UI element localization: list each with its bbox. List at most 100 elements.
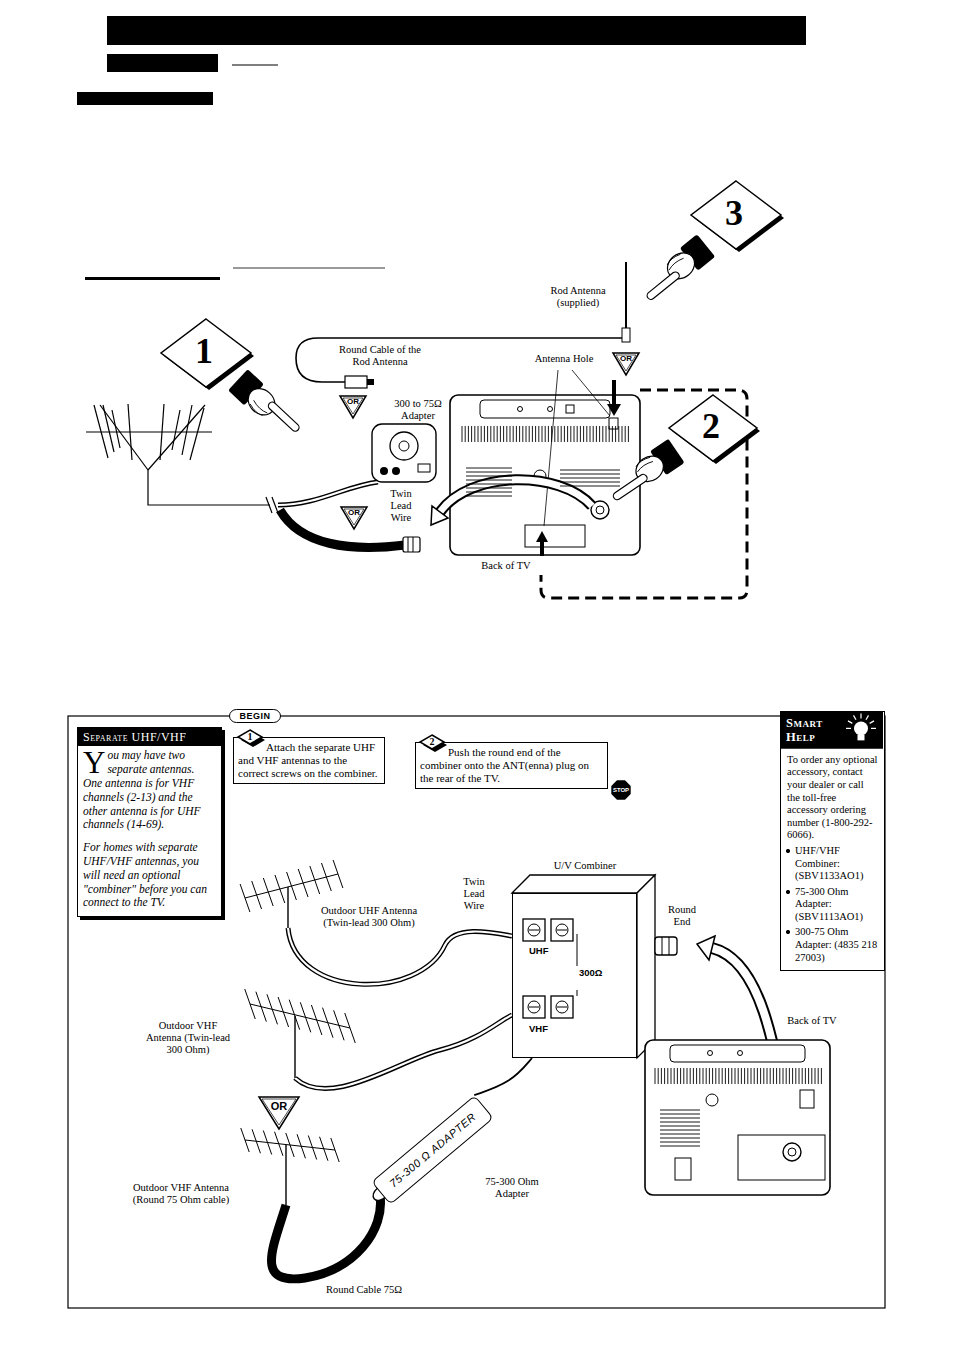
drawing-part [462, 426, 628, 442]
drawing-part [609, 418, 618, 429]
drawing-part [252, 881, 262, 909]
step-text: Attach the separate UHF and VHF antennas… [238, 741, 380, 780]
drawing-part [340, 396, 366, 418]
drawing-part [525, 525, 585, 547]
drawing-part [670, 1045, 805, 1062]
drawing-part [599, 426, 600, 442]
drawing-part [295, 1015, 512, 1089]
drawing-part [278, 997, 289, 1027]
drawing-part [606, 426, 607, 442]
drawing-part [560, 474, 620, 475]
badge-text: BEGIN [239, 712, 270, 721]
drawing-part [773, 1068, 774, 1084]
drawing-part [551, 996, 573, 1018]
drawing-part [308, 1136, 316, 1160]
help-text: To order any optional accessory, contact… [781, 749, 884, 844]
drawing-part [551, 919, 573, 941]
drawing-part [94, 405, 108, 458]
step-text: Push the round end of the combiner onto … [420, 746, 603, 785]
drawing-part [763, 1068, 764, 1084]
drawing-part [230, 710, 281, 723]
drawing-part [523, 919, 545, 941]
drawing-part [660, 1118, 700, 1119]
drawing-part [580, 426, 581, 442]
drawing-part [625, 262, 627, 330]
drawing-part [241, 1128, 339, 1162]
drawing-part [757, 1068, 758, 1084]
drawing-part [560, 478, 620, 479]
drawing-part [333, 860, 343, 888]
drawing-part [450, 395, 640, 555]
drawing-part [545, 426, 546, 442]
drawing-part [731, 1068, 732, 1084]
drawing-part [854, 721, 868, 735]
drawing-part [697, 936, 715, 960]
drawing-part [848, 721, 852, 724]
drawing-part [267, 994, 278, 1024]
drawing-part [466, 468, 512, 496]
drawing-part [602, 426, 603, 442]
drawing-part [440, 480, 592, 512]
stop-text: STOP [613, 787, 629, 793]
drawing-part [300, 1002, 311, 1032]
drawing-part [800, 1090, 814, 1108]
drawing-part [275, 875, 285, 903]
drawing-part [646, 270, 681, 301]
drawing-part [535, 426, 536, 442]
drawing-part [674, 1068, 675, 1084]
drawing-part [622, 426, 623, 442]
part-label: Round Cable 75Ω [318, 1284, 410, 1296]
drawing-part [523, 919, 545, 941]
drawing-part [854, 715, 857, 719]
drawing-part [560, 470, 620, 471]
drawing-part [613, 353, 639, 375]
drawing-part [68, 716, 885, 1308]
drawing-part [310, 866, 320, 894]
drawing-part [858, 734, 865, 740]
drawing-part [86, 404, 278, 513]
drawing-part [660, 1130, 700, 1131]
drawing-part [556, 1001, 568, 1013]
terminal-label: UHF [529, 946, 549, 956]
terminal-label: VHF [529, 1024, 548, 1034]
drawing-part [712, 1068, 713, 1084]
wire-connector [474, 1058, 532, 1095]
part-label: Outdoor VHF Antenna (Round 75 Ohm cable) [126, 1182, 236, 1206]
drawing-part [660, 1110, 700, 1146]
drawing-part [795, 1068, 796, 1084]
drawing-part [526, 426, 527, 442]
or-triangle: OR [258, 1096, 300, 1130]
drawing-part [540, 540, 544, 556]
drawing-part [725, 1068, 726, 1084]
drawing-part [288, 928, 512, 984]
drawing-part [190, 408, 204, 460]
or-triangle: OR [340, 506, 368, 530]
drawing-part [296, 338, 622, 382]
drawing-part [380, 467, 388, 475]
drawing-part [596, 506, 604, 514]
stop-sign: STOP [610, 779, 632, 801]
drawing-part [249, 400, 267, 418]
drawing-part [754, 1068, 755, 1084]
drawing-part [466, 496, 512, 497]
drawing-part [783, 1068, 784, 1084]
drawing-part [320, 1137, 328, 1161]
drawing-part [577, 426, 578, 442]
drawing-part [468, 426, 469, 442]
drawing-part [311, 1005, 322, 1035]
drawing-part [548, 407, 553, 412]
drawing-part [860, 713, 861, 718]
drawing-part [615, 426, 616, 442]
drawing-part [466, 492, 512, 493]
drawing-part [418, 464, 430, 472]
part-label: Round Cable of the Rod Antenna [333, 344, 427, 368]
drawing-part [288, 928, 512, 984]
drawing-part [660, 1122, 700, 1123]
drawing-part [618, 426, 619, 442]
callout-number: 2 [702, 408, 720, 444]
callout-number: 3 [725, 195, 743, 231]
part-label: U/V Combiner [548, 860, 622, 872]
drawing-part [779, 1068, 780, 1084]
drawing-part [245, 989, 256, 1019]
drawing-part [238, 730, 262, 744]
